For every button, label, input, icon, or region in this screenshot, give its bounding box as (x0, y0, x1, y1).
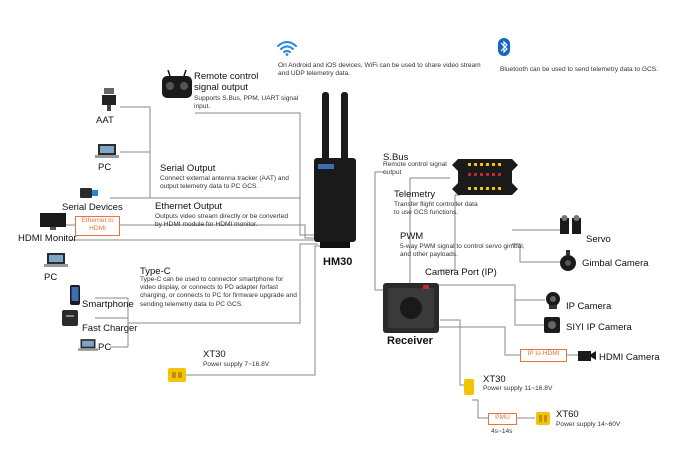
sbus-title: S.Bus (383, 152, 409, 163)
siyi-ip-camera-icon (544, 317, 560, 333)
xt60-title: XT60 (556, 409, 579, 420)
pwm-title: PWM (400, 231, 424, 242)
laptop-icon (95, 144, 119, 158)
remote-controller-icon (162, 70, 192, 98)
xt30-right-connector-icon (464, 379, 474, 395)
xt30-left-description: Power supply 7~16.8V (203, 361, 270, 368)
xt30-connector-icon (168, 368, 186, 382)
pmu-tag: PMU (488, 413, 517, 425)
servo-icon (560, 215, 581, 234)
ip-camera-icon (546, 292, 560, 309)
typec-title: Type-C (140, 266, 171, 277)
xt30-right-title: XT30 (483, 374, 506, 385)
ip-to-hdmi-tag: IP to HDMI (520, 349, 567, 362)
aat-label: AAT (96, 115, 114, 126)
wifi-icon (277, 41, 297, 56)
serial-output-description: Connect external antenna tracker (AAT) a… (160, 175, 289, 191)
gimbal-camera-label: Gimbal Camera (582, 258, 649, 269)
ethernet-output-title: Ethernet Output (155, 201, 223, 212)
xt30-left-title: XT30 (203, 349, 226, 360)
antenna-tracker-icon (102, 88, 116, 111)
camera-port-label: Camera Port (IP) (425, 267, 497, 278)
telemetry-description: Transfer flight controller data to use G… (394, 201, 478, 217)
hm30-label: HM30 (323, 256, 353, 268)
xt60-description: Power supply 14~60V (556, 421, 621, 428)
receiver-icon (383, 283, 439, 333)
monitor-icon (40, 213, 66, 230)
hdmi-monitor-label: HDMI Monitor (18, 233, 77, 244)
typec-description: Type-C can be used to connector smartpho… (140, 276, 297, 308)
charger-icon (62, 310, 78, 326)
laptop-icon-2 (44, 253, 68, 267)
bluetooth-description: Bluetooth can be used to send telemetry … (500, 66, 658, 73)
telemetry-title: Telemetry (394, 189, 436, 200)
pc-label-1: PC (98, 162, 112, 173)
sbus-description: Remote control signal output (383, 161, 447, 177)
smartphone-icon (70, 285, 80, 305)
servo-label: Servo (586, 234, 611, 245)
fast-charger-label: Fast Charger (82, 323, 138, 334)
remote-control-description: Supports S.Bus, PPM, UART signal input. (194, 95, 299, 111)
hdmi-camera-label: HDMI Camera (599, 352, 660, 363)
hm30-ground-unit-icon (314, 92, 356, 248)
bluetooth-icon (498, 38, 510, 56)
pmu-time-label: 4s~14s (491, 428, 513, 435)
gimbal-camera-icon (560, 250, 576, 271)
pc-label-2: PC (44, 272, 58, 283)
serial-device-icon (80, 188, 98, 198)
laptop-icon-3 (78, 339, 98, 351)
pwm-description: 5-way PWM signal to control servo gimbal… (400, 243, 525, 259)
smartphone-label: Smartphone (82, 299, 134, 310)
receiver-label: Receiver (387, 335, 433, 347)
hdmi-camera-icon (578, 351, 596, 361)
pc-label-3: PC (98, 342, 112, 353)
ethernet-output-description: Outputs video stream directly or be conv… (155, 213, 289, 229)
wifi-description: On Android and iOS devices, WiFi can be … (278, 62, 481, 78)
ethernet-to-hdmi-tag: Ethernet to HDMI (75, 216, 120, 236)
serial-devices-label: Serial Devices (62, 202, 123, 213)
siyi-ip-camera-label: SIYI IP Camera (566, 322, 632, 333)
serial-output-title: Serial Output (160, 163, 216, 174)
ip-camera-label: IP Camera (566, 301, 612, 312)
remote-control-title: Remote control signal output (194, 71, 259, 93)
flight-controller-icon (452, 159, 518, 195)
xt60-connector-icon (536, 412, 550, 425)
xt30-right-description: Power supply 11~16.8V (483, 385, 553, 392)
